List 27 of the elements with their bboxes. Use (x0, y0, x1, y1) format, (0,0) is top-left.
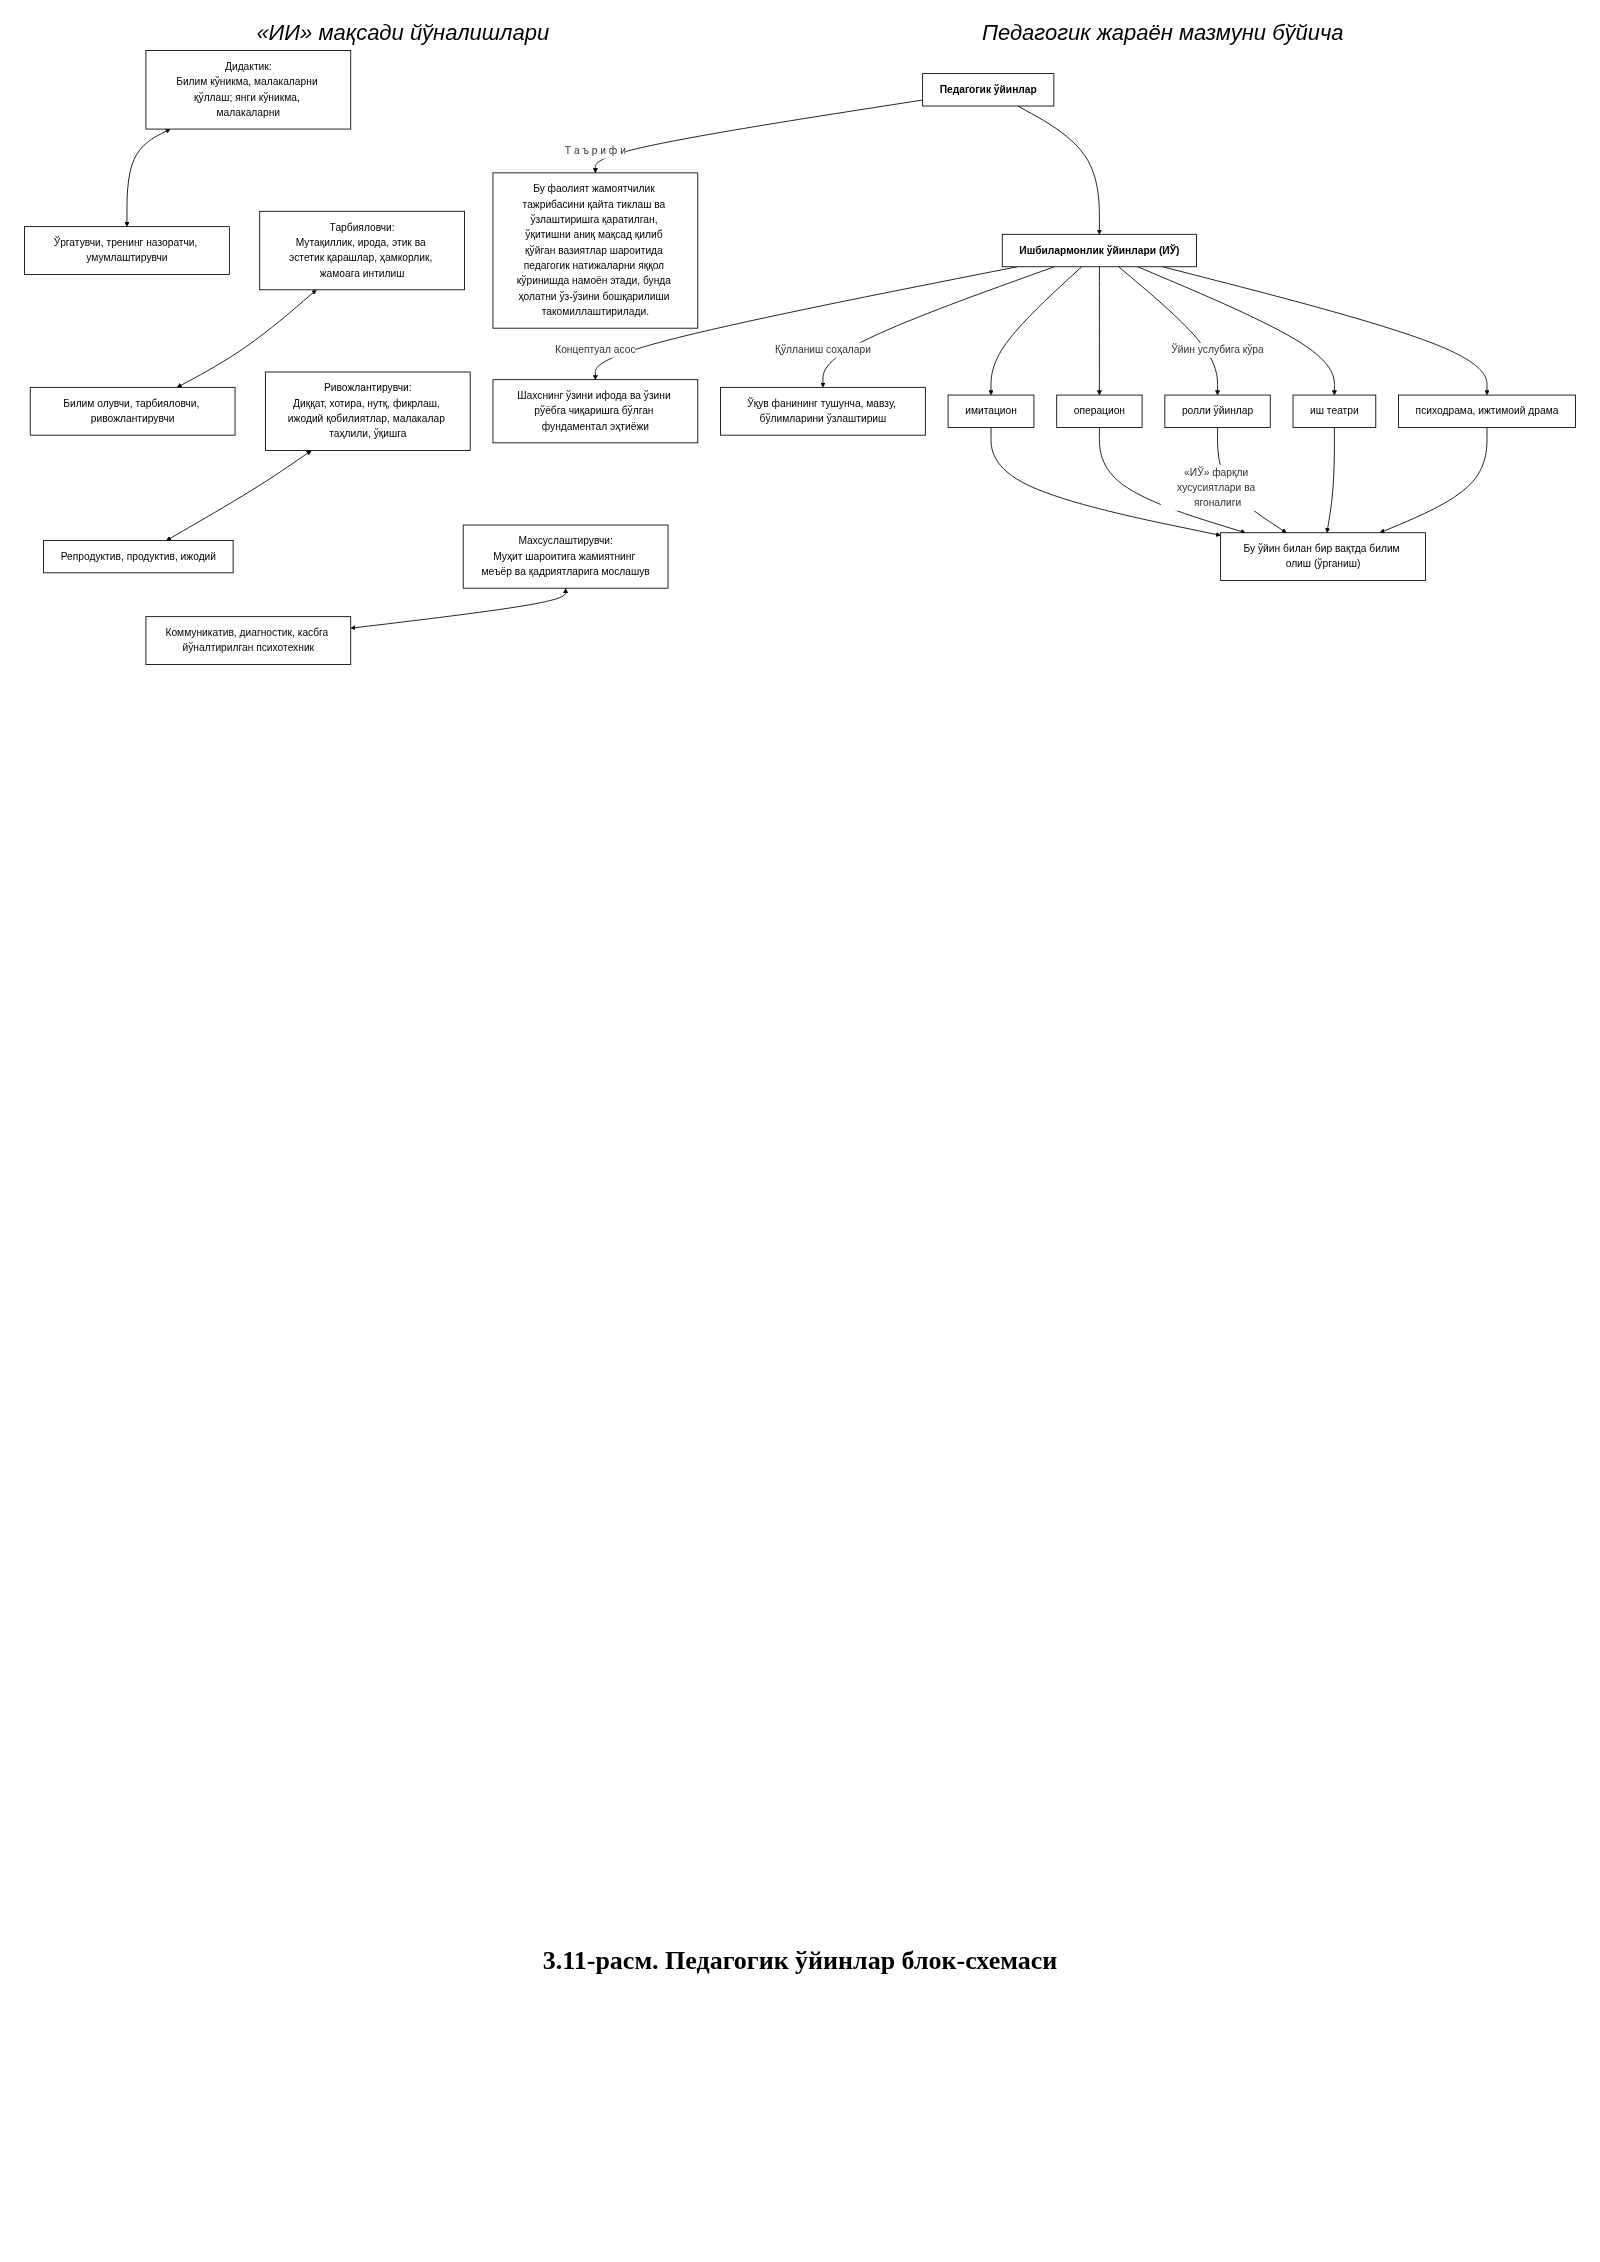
figure-caption: 3.11-расм. Педагогик ўйинлар блок-схемаси (541, 1946, 1059, 1976)
edge-label: «ИЎ» фарқли хусусиятлари ва ягоналиги (1177, 466, 1256, 509)
node-box: Бу ўйин билан бир вақтда билим олиш (ўрганиш) (1220, 532, 1426, 581)
node-box: Ишбилармонлик ўйинлари (ИЎ) (1001, 233, 1197, 268)
node-box: Шахснинг ўзини ифода ва ўзини рўёбга чиқаришга бўлган фундаментал эҳтиёжи (492, 379, 699, 444)
node-box: имитацион (947, 394, 1035, 428)
node-box: Махсуслаштирувчи: Муҳит шароитига жамиятнинг меъёр ва қадриятларига мослашув (462, 524, 669, 589)
node-box: психодрама, ижтимоий драма (1398, 394, 1576, 428)
node-box: Дидактик: Билим кўникма, малакаларни қўллаш; янги кўникма, малакаларни (145, 50, 352, 130)
node-box: Педагогик ўйинлар (922, 73, 1055, 107)
node-box: Бу фаолият жамоятчилик тажрибасини қайта тиклаш ва ўзлаштиришга қаратилган, ўқитишни аниқ мақсад қилиб қўйган вазиятлар шароитида педагогик натижаларни яққол кўринишда намоён этади, бунда ҳолатни ўз-ўзини бошқарилиши такомиллаштирилади. (492, 172, 699, 329)
edge-label: Т а ъ р и ф и (564, 144, 626, 157)
group-heading: Педагогик жараён мазмуни бўйича (982, 20, 1344, 46)
node-box: ролли ўйинлар (1164, 394, 1271, 428)
node-box: Коммуникатив, диагностик, касбга йўналтирилган психотехник (145, 616, 352, 665)
node-box: Ривожлантирувчи: Диққат, хотира, нутқ, фикрлаш, ижодий қобилиятлар, малакалар таҳлили, ўқишга (264, 371, 471, 451)
node-box: Тарбияловчи: Мутақиллик, ирода, этик ва эстетик қарашлар, ҳамкорлик, жамоага интилиш (259, 210, 465, 291)
node-box: Репродуктив, продуктив, ижодий (43, 539, 234, 574)
node-box: Билим олувчи, тарбияловчи, ривожлантирувчи (29, 386, 236, 436)
edge-label: Ўйин услубига кўра (1171, 344, 1264, 356)
node-box: Ўргатувчи, тренинг назоратчи, умумлаштирувчи (24, 226, 230, 275)
group-heading: «ИИ» мақсади йўналишлари (256, 20, 550, 46)
edge-label: Қўлланиш соҳалари (774, 344, 871, 356)
node-box: Ўқув фанининг тушунча, мавзу, бўлимларини ўзлаштириш (720, 386, 926, 436)
node-box: иш театри (1292, 394, 1377, 428)
node-box: операцион (1056, 394, 1143, 428)
edge-label: Концептуал асос (555, 344, 636, 356)
